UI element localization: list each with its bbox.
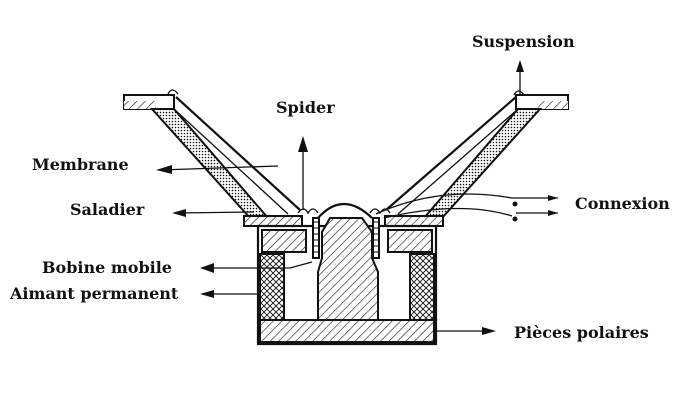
dust-cap	[317, 203, 373, 219]
saladier-frame	[149, 108, 543, 227]
label-saladier: Saladier	[70, 200, 145, 219]
label-aimant-permanent: Aimant permanent	[9, 284, 179, 303]
connexion-wires	[375, 193, 558, 222]
central-pole-piece	[317, 217, 379, 321]
membrane-cone	[173, 96, 519, 215]
label-spider: Spider	[276, 98, 335, 117]
label-connexion: Connexion	[575, 194, 670, 213]
label-pieces-polaires: Pièces polaires	[514, 323, 649, 342]
bottom-pole-plate	[259, 319, 435, 343]
permanent-magnet-right	[409, 253, 435, 321]
leader-lines	[156, 60, 524, 335]
suspension-rim	[123, 89, 569, 110]
label-membrane: Membrane	[32, 155, 129, 174]
permanent-magnet-left	[259, 253, 285, 321]
voice-coil	[312, 217, 380, 259]
magnet-assembly	[256, 217, 438, 346]
label-suspension: Suspension	[472, 32, 575, 51]
label-bobine-mobile: Bobine mobile	[42, 258, 172, 277]
